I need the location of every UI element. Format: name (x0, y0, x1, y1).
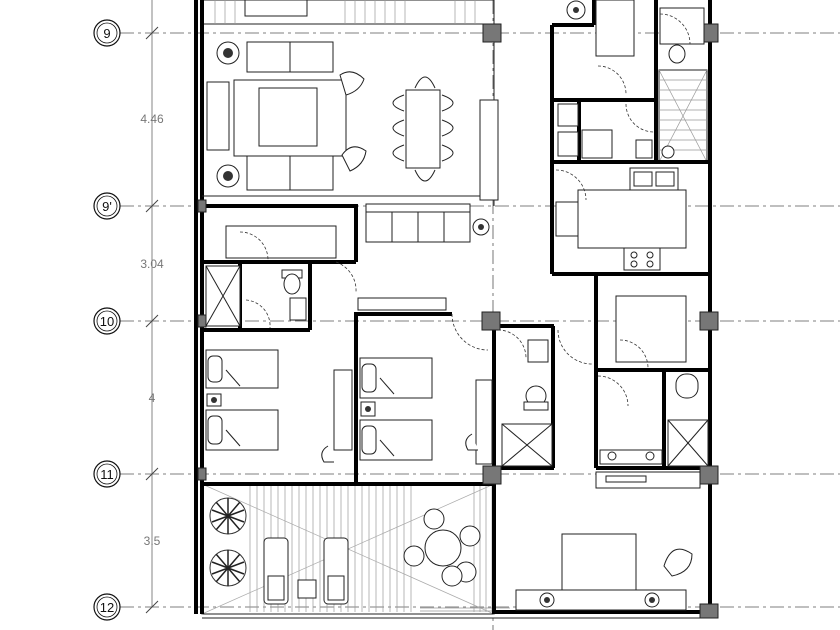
toilet (668, 44, 686, 64)
wardrobe (475, 379, 493, 465)
service-rooms (557, 0, 705, 159)
plant-icon (209, 549, 247, 587)
lounge-chair (341, 146, 367, 172)
sideboard (479, 99, 499, 201)
grid-label-12: 12 (100, 600, 114, 615)
terrace-chair (423, 508, 445, 530)
dryer (557, 131, 579, 157)
plant-icon (209, 497, 247, 535)
laundry-room (595, 0, 635, 57)
dining-chair (392, 119, 405, 137)
dimension-label-4-46: 4.46 (140, 112, 164, 126)
column-icon (197, 467, 207, 481)
kitchen-island (577, 189, 687, 249)
master-bedroom (515, 533, 693, 611)
dining-chair (414, 169, 436, 182)
double-vanity (599, 449, 663, 465)
rug (233, 79, 347, 157)
living-room (206, 41, 499, 201)
headboard-shelf (515, 589, 687, 611)
service-bath (659, 7, 705, 45)
grid-bubble-9prime: 9' (93, 192, 121, 220)
armchair (206, 81, 230, 151)
terrace-chair (459, 525, 481, 547)
dimension-label-3-04: 3.04 (140, 257, 164, 271)
dimension-label-3-5: 3.5 (144, 534, 161, 548)
terrace-chair (441, 565, 463, 587)
kitchen (555, 167, 687, 271)
lounge-chair (339, 71, 365, 96)
dining-chair (441, 94, 454, 112)
dining-area (392, 76, 454, 182)
grid-bubble-9: 9 (93, 19, 121, 47)
column-icon (197, 199, 207, 213)
dimension-label-4: 4 (149, 391, 156, 405)
shelf (357, 297, 447, 311)
dining-chair (392, 94, 405, 112)
dining-chair (392, 144, 405, 162)
bathroom-center (497, 329, 593, 467)
bedroom-1 (205, 349, 353, 463)
terrace-furniture (209, 497, 481, 605)
column-icon (197, 314, 207, 328)
armchair (663, 548, 693, 577)
counter (595, 471, 701, 489)
desk (615, 295, 687, 363)
round-table (424, 529, 462, 567)
grid-label-11: 11 (100, 467, 114, 482)
grid-bubble-11: 11 (93, 460, 121, 488)
dining-chair (441, 119, 454, 137)
bedroom-2 (357, 297, 493, 465)
grid-label-10: 10 (100, 314, 114, 329)
column-icon (699, 311, 719, 331)
dining-chair (441, 144, 454, 162)
hall-sofa (365, 203, 490, 243)
wardrobe (225, 225, 337, 259)
washing-machine (557, 103, 579, 127)
bathroom-left (205, 225, 357, 329)
washbasin (289, 297, 307, 321)
top-balcony-hatch (201, 0, 495, 25)
dimension-line: 4.46 3.04 4 3.5 (140, 0, 164, 614)
side-table (297, 579, 317, 599)
bathroom-right (595, 373, 709, 489)
column-icon (481, 311, 501, 331)
column-icon (699, 603, 719, 619)
column-icon (699, 465, 719, 485)
coffee-table (258, 87, 318, 147)
grid-bubble-10: 10 (93, 307, 121, 335)
sun-lounger (323, 537, 349, 605)
walls (194, 0, 712, 619)
sink (629, 167, 679, 191)
toilet (283, 273, 301, 295)
washbasin (527, 339, 549, 363)
grid-label-9: 9 (103, 26, 110, 41)
grid-label-9prime: 9' (102, 199, 112, 214)
stove (623, 247, 661, 271)
column-icon (482, 465, 502, 485)
dining-table (405, 89, 441, 169)
column-icon (482, 23, 502, 43)
grid-bubble-12: 12 (93, 593, 121, 621)
dining-chair (414, 76, 436, 89)
wardrobe (333, 369, 353, 451)
terrace-chair (403, 545, 425, 567)
shaft-hatch (658, 69, 708, 163)
sun-lounger (263, 537, 289, 605)
toilet (675, 373, 699, 399)
study-room (615, 295, 687, 369)
